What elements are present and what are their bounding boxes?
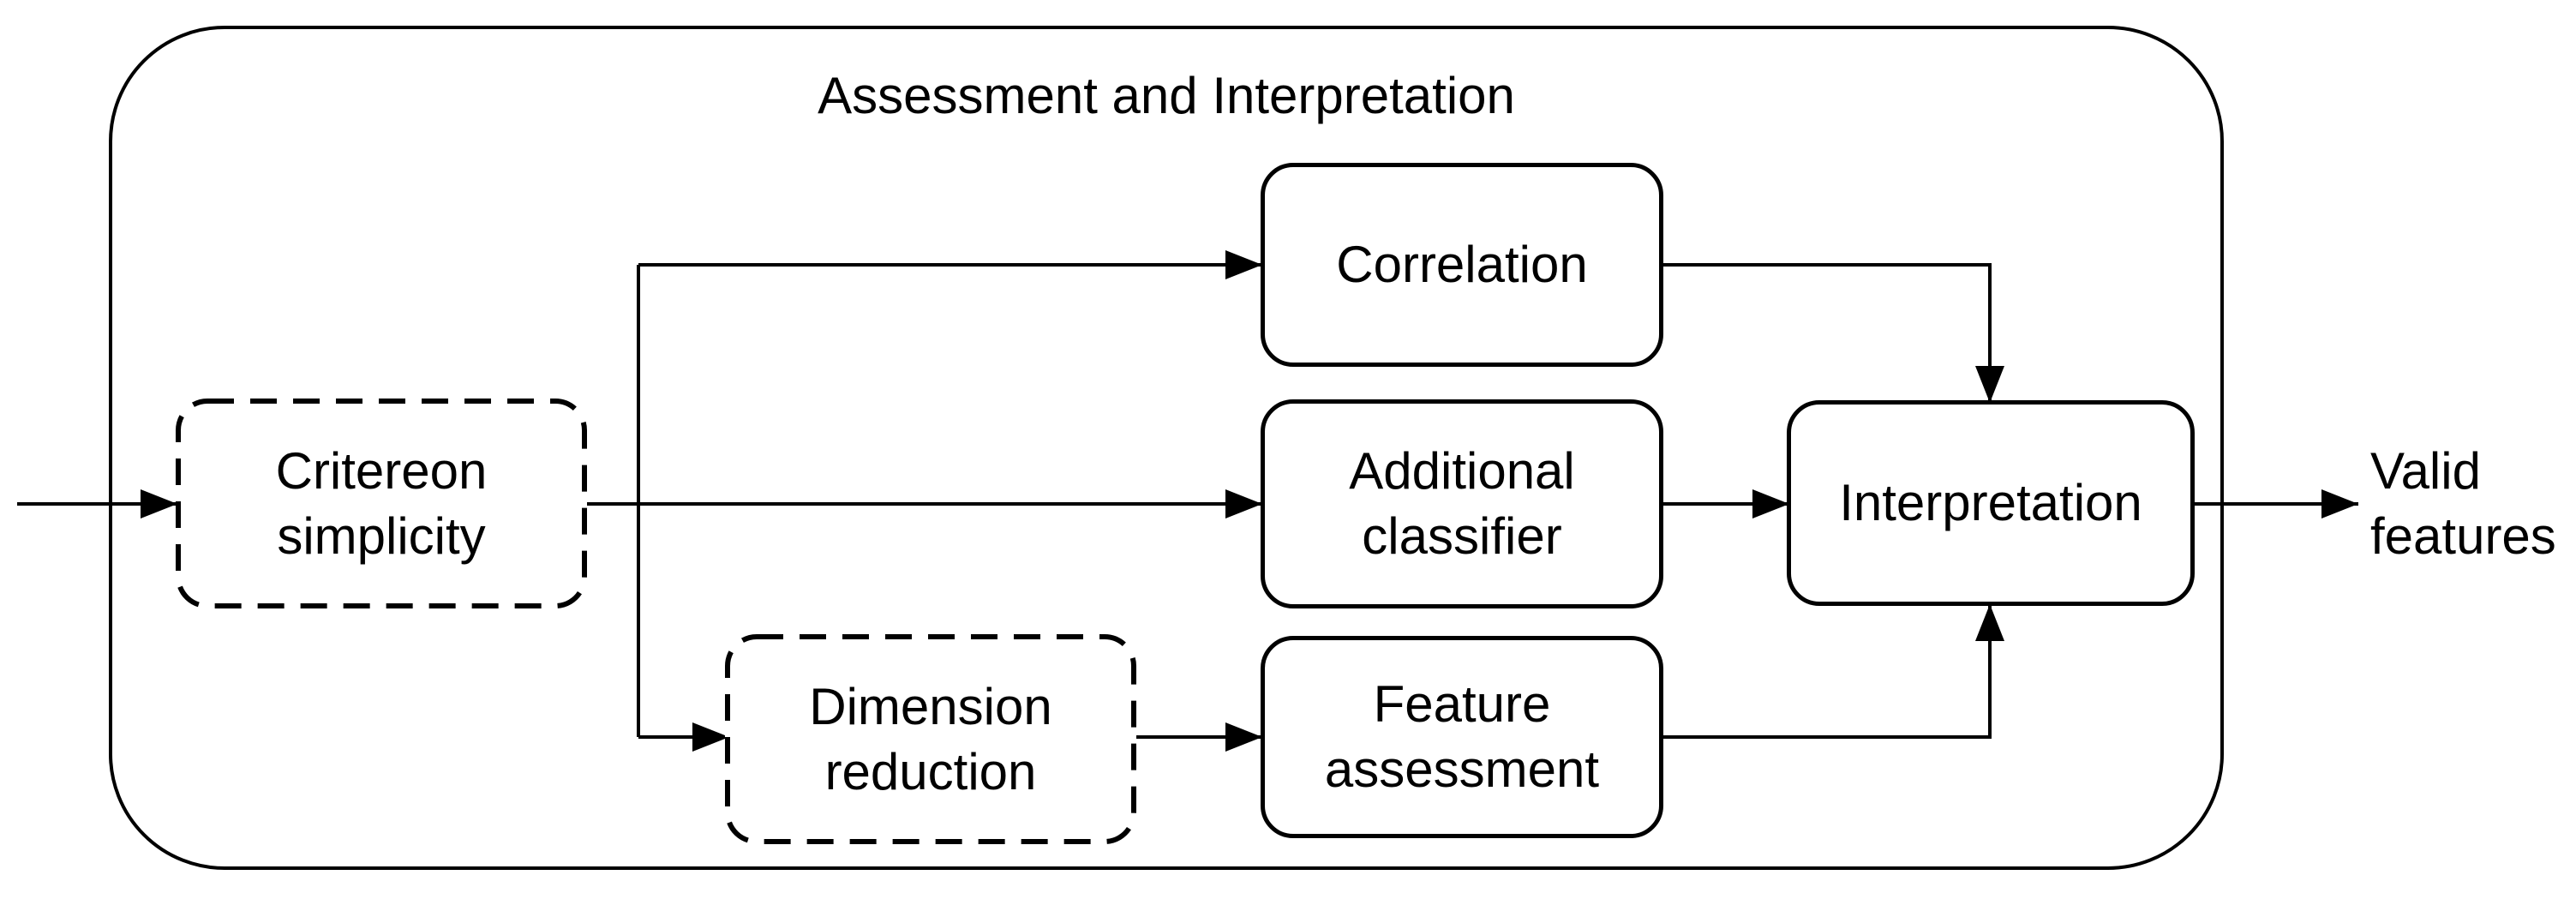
node-correlation[interactable]: Correlation (1261, 163, 1663, 367)
node-feature-assessment-label: Feature assessment (1324, 675, 1600, 798)
valid-features-label: Valid features (2370, 442, 2556, 565)
node-interpretation-label: Interpretation (1839, 474, 2142, 531)
node-additional-classifier[interactable]: Additional classifier (1261, 399, 1663, 608)
node-dimension-reduction-label: Dimension reduction (809, 677, 1052, 800)
edge-correlation-to-interpretation (1662, 263, 2004, 403)
node-dimension-reduction[interactable]: Dimension reduction (725, 634, 1136, 844)
group-title: Assessment and Interpretation (818, 67, 1515, 124)
node-feature-assessment[interactable]: Feature assessment (1261, 636, 1663, 838)
node-correlation-label: Correlation (1336, 236, 1588, 293)
node-critereon-simplicity[interactable]: Critereon simplicity (176, 399, 587, 608)
assessment-group-container (109, 26, 2224, 870)
node-additional-classifier-label: Additional classifier (1349, 442, 1575, 565)
edge-feature-assessment-to-interpretation (1662, 604, 2004, 739)
node-interpretation[interactable]: Interpretation (1787, 400, 2195, 606)
node-critereon-simplicity-label: Critereon simplicity (275, 441, 488, 565)
